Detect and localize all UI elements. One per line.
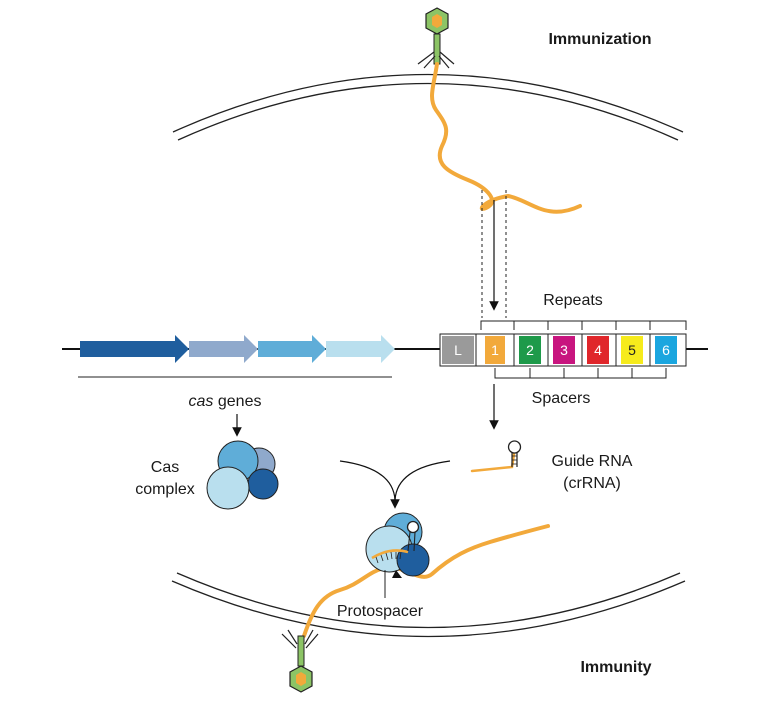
cas-gene-4 [326,335,395,363]
cas-complex-label-line2: complex [135,481,195,498]
spacer-1-label: 1 [491,342,499,358]
repeats-bracket [480,320,687,330]
cas-genes [80,335,395,363]
spacer-5-box [621,336,643,364]
protospacer-label: Protospacer [337,603,424,620]
cleavage-marker [392,570,402,578]
bottom-cell-membrane [171,572,686,638]
phage-dna-injected [430,62,582,214]
merge-arrow [339,460,451,509]
spacer-5-label: 5 [628,342,636,358]
repeats-label: Repeats [543,292,603,309]
spacer-2-label: 2 [526,342,534,358]
spacer-2-box [519,336,541,364]
crispr-array: L 1 2 3 4 5 6 [439,333,687,367]
cas-genes-label: cas genes [189,393,262,410]
leader-label: L [454,342,462,358]
spacers-bracket [494,368,667,379]
cas-complex-label-line1: Cas [151,459,179,476]
immunity-title: Immunity [580,659,651,676]
cas-gene-2 [189,335,258,363]
cas-gene-3 [258,335,326,363]
immunization-title: Immunization [548,31,651,48]
spacer-1-box [485,336,505,364]
phage-bottom [281,629,319,693]
guide-rna-label-line2: (crRNA) [563,475,621,492]
spacer-3-label: 3 [560,342,568,358]
cas-complex [206,440,279,510]
phage-top [417,7,455,69]
spacer-4-label: 4 [594,342,602,358]
spacers-label: Spacers [532,390,591,407]
cas-gene-1 [80,335,189,363]
protospacer-excision-lines [481,190,507,318]
spacer-6-label: 6 [662,342,670,358]
spacer-3-box [553,336,575,364]
guide-rna [470,440,522,473]
top-cell-membrane [172,73,684,141]
cas-target-complex [365,512,430,578]
spacer-6-box [655,336,677,364]
spacer-4-box [587,336,609,364]
guide-rna-label-line1: Guide RNA [552,453,633,470]
